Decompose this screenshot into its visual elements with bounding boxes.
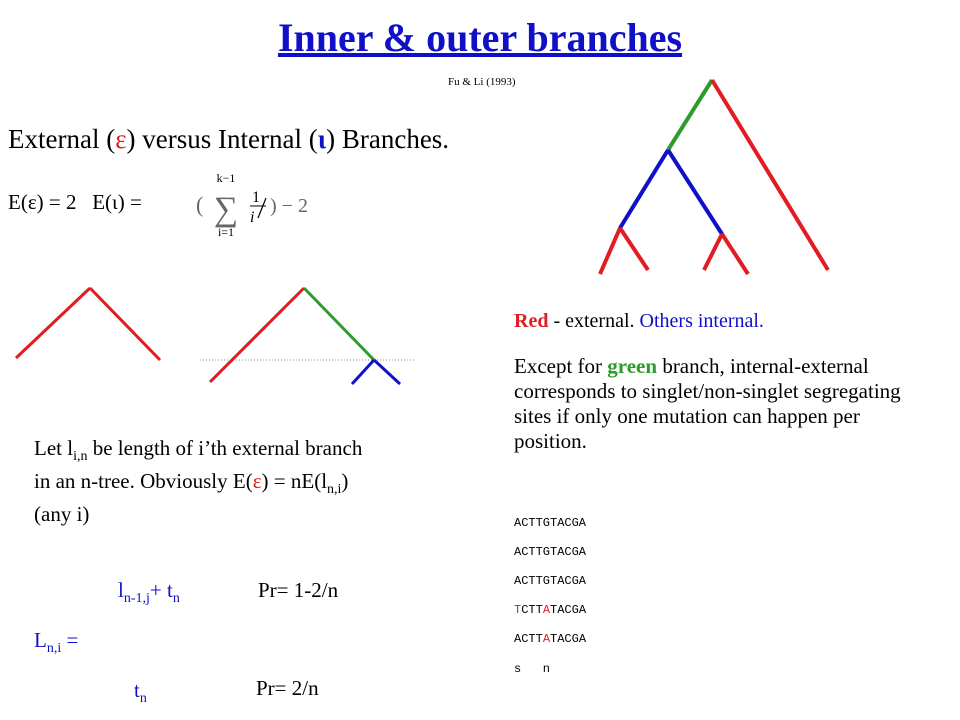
tree-branch-external — [710, 78, 830, 272]
sequence-row: ACTTGTACGA — [514, 545, 587, 559]
sequence-row: ACTTATACGA — [514, 632, 587, 646]
sum-lower-limit: i=1 — [218, 225, 234, 239]
tree-branch-external-blue — [350, 358, 376, 386]
tree-branch-internal — [666, 148, 724, 236]
tree-branch-external-blue — [372, 358, 402, 386]
three-leaf-tree — [200, 286, 414, 386]
branch-legend: Red - external. Others internal. — [514, 310, 764, 333]
sequence-row: ACTTGTACGA — [514, 574, 587, 588]
legend-others-text: Others internal. — [639, 310, 764, 332]
tree-branch-internal-green — [666, 78, 714, 152]
tree-branch-external — [598, 227, 622, 275]
tree-branch-external — [208, 286, 306, 384]
sigma-icon: ∑ — [214, 191, 238, 228]
recursion-row-1-term: ln-1,j+ tn — [118, 578, 180, 607]
citation: Fu & Li (1993) — [448, 76, 516, 88]
genealogy-tree-large — [598, 78, 830, 276]
tree-branch-external — [720, 232, 750, 276]
legend-red-word: Red — [514, 310, 549, 332]
heading-external: External ( — [8, 124, 116, 154]
heading-end: ) Branches. — [326, 124, 450, 154]
expectation-formula: E(ε) = 2 E(ι) = — [8, 190, 142, 215]
tree-branch-external — [702, 233, 724, 271]
tree-branch-internal-green — [302, 286, 376, 362]
except-paragraph: Except for green branch, internal-extern… — [514, 354, 901, 453]
site-marks: s n — [514, 662, 551, 676]
fraction-numerator: 1 — [252, 189, 260, 206]
page-title: Inner & outer branches — [277, 15, 683, 60]
let-paragraph: Let li,n be length of i’th external bran… — [34, 436, 363, 527]
section-heading: External (ε) versus Internal (ι) Branche… — [8, 124, 449, 155]
svg-text:(: ( — [196, 192, 203, 217]
iota-symbol: ι — [317, 124, 327, 154]
tree-branch-external — [618, 226, 650, 272]
recursion-row-1-probability: Pr= 1-2/n — [258, 578, 339, 602]
green-word: green — [607, 354, 658, 378]
two-leaf-tree — [14, 286, 162, 362]
tree-branch-internal — [618, 148, 670, 230]
legend-red-text: - external. — [548, 310, 640, 332]
tree-branch-external — [88, 286, 162, 362]
recursion-row-2-term: tn — [134, 678, 147, 707]
formula-rhs-label: E(ι) = — [92, 190, 142, 214]
formula-tail: ) − 2 — [270, 195, 308, 217]
sum-upper-limit: k−1 — [217, 171, 236, 185]
fraction-denominator: i — [250, 209, 254, 226]
recursion-lhs: Ln,i = — [34, 628, 79, 657]
tree-branch-external — [14, 286, 92, 360]
sum-expression: ( k−1 ∑ i=1 1 i ) − 2 — [196, 171, 308, 239]
formula-lhs: E(ε) = 2 — [8, 190, 77, 214]
sequence-row: ACTTGTACGA — [514, 516, 587, 530]
sequence-row: TCTTATACGA — [514, 603, 587, 617]
heading-mid: ) versus Internal ( — [126, 124, 318, 154]
recursion-row-2-probability: Pr= 2/n — [256, 676, 319, 700]
epsilon-symbol: ε — [115, 124, 127, 154]
